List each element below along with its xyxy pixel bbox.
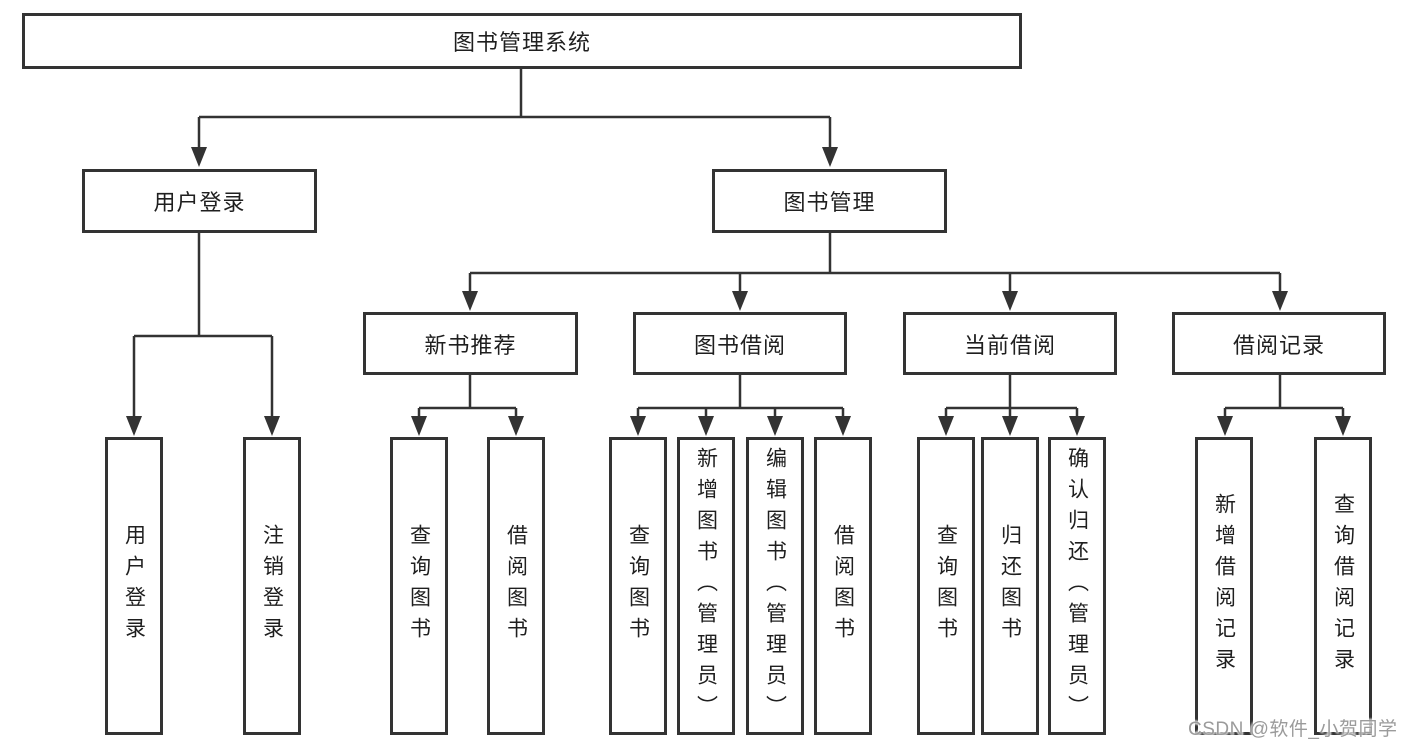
watermark-text: CSDN @软件_小贺同学: [1188, 719, 1398, 740]
leaf-query-books-current: 查询图书: [917, 437, 975, 735]
arrowhead: [938, 416, 954, 436]
node-new-book-recommend: 新书推荐: [363, 312, 578, 375]
arrowhead: [126, 416, 142, 436]
arrowhead: [264, 416, 280, 436]
leaf-label: 查询图书: [407, 524, 431, 648]
arrowhead: [630, 416, 646, 436]
leaf-add-books-admin: 新增图书（管理员）: [677, 437, 735, 735]
arrowhead: [1002, 291, 1018, 311]
leaf-label: 归还图书: [998, 524, 1022, 648]
leaf-label: 注销登录: [260, 524, 284, 648]
node-label: 借阅记录: [1232, 332, 1325, 358]
connector-borrow-to-leaves: [636, 375, 845, 420]
arrowhead: [822, 147, 838, 167]
leaf-label: 查询借阅记录: [1331, 493, 1355, 679]
leaf-borrow-books: 借阅图书: [814, 437, 872, 735]
connector-current-to-leaves: [944, 375, 1079, 420]
node-label: 图书管理系统: [452, 30, 591, 55]
leaf-edit-books-admin: 编辑图书（管理员）: [746, 437, 804, 735]
leaf-logout-login: 注销登录: [243, 437, 301, 735]
leaf-borrow-books-recommend: 借阅图书: [487, 437, 545, 735]
node-label: 新书推荐: [424, 332, 517, 358]
leaf-query-books-recommend: 查询图书: [390, 437, 448, 735]
leaf-add-borrow-record: 新增借阅记录: [1195, 437, 1253, 735]
leaf-label: 借阅图书: [831, 524, 855, 648]
node-label: 用户登录: [153, 190, 246, 215]
node-label: 图书管理: [783, 190, 876, 215]
leaf-confirm-return-admin: 确认归还（管理员）: [1048, 437, 1106, 735]
leaf-label: 编辑图书（管理员）: [763, 446, 787, 726]
connector-root-to-level2: [197, 69, 832, 151]
leaf-query-borrow-record: 查询借阅记录: [1314, 437, 1372, 735]
leaf-user-login: 用户登录: [105, 437, 163, 735]
arrowhead: [1002, 416, 1018, 436]
node-user-login: 用户登录: [82, 169, 317, 233]
arrowhead: [508, 416, 524, 436]
arrowhead: [1217, 416, 1233, 436]
leaf-query-books-borrow: 查询图书: [609, 437, 667, 735]
leaf-label: 用户登录: [122, 524, 146, 648]
arrowhead: [698, 416, 714, 436]
node-borrow-records: 借阅记录: [1172, 312, 1386, 375]
leaf-label: 新增借阅记录: [1212, 493, 1236, 679]
arrowhead: [767, 416, 783, 436]
arrowhead: [835, 416, 851, 436]
node-book-management: 图书管理: [712, 169, 947, 233]
arrowhead: [732, 291, 748, 311]
leaf-label: 查询图书: [626, 524, 650, 648]
leaf-label: 查询图书: [934, 524, 958, 648]
node-current-borrow: 当前借阅: [903, 312, 1117, 375]
node-label: 图书借阅: [693, 332, 786, 358]
leaf-return-books: 归还图书: [981, 437, 1039, 735]
node-label: 当前借阅: [963, 332, 1056, 358]
arrowhead: [462, 291, 478, 311]
connector-userlogin-to-leaves: [132, 233, 274, 420]
arrowhead: [191, 147, 207, 167]
connector-records-to-leaves: [1223, 375, 1345, 420]
arrowhead: [411, 416, 427, 436]
arrowhead: [1272, 291, 1288, 311]
leaf-label: 新增图书（管理员）: [694, 446, 718, 726]
node-root: 图书管理系统: [22, 13, 1022, 69]
arrowhead: [1335, 416, 1351, 436]
connector-bookmgmt-to-level3: [468, 233, 1282, 295]
arrowhead: [1069, 416, 1085, 436]
leaf-label: 借阅图书: [504, 524, 528, 648]
leaf-label: 确认归还（管理员）: [1065, 446, 1089, 726]
node-book-borrow: 图书借阅: [633, 312, 847, 375]
connector-recommend-to-leaves: [417, 375, 518, 420]
